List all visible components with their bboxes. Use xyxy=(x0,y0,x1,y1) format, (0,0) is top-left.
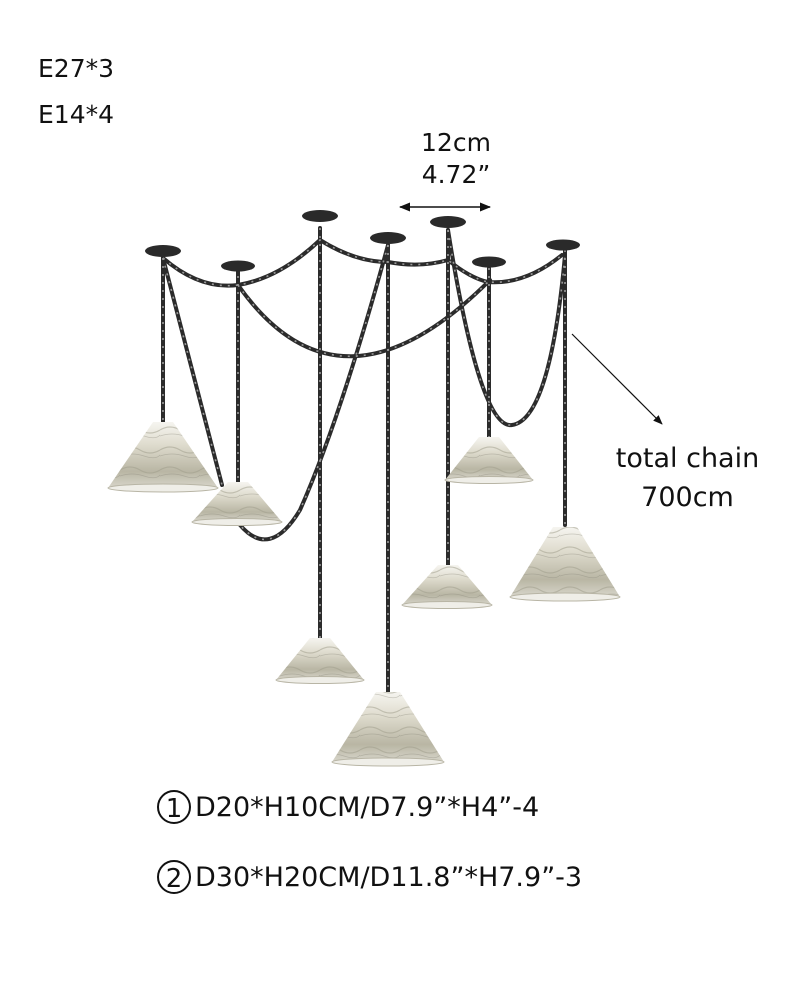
socket-spec-e27: E27*3 xyxy=(38,54,115,83)
shade-small-3 xyxy=(401,565,493,609)
canopy-1 xyxy=(145,245,181,257)
canopy-3 xyxy=(302,210,338,222)
canopy-7 xyxy=(546,239,580,251)
spec-marker-2: 2 xyxy=(157,860,191,894)
spec-line-1: 1 D20*H10CM/D7.9”*H4”-4 xyxy=(157,790,539,824)
shade-small-4 xyxy=(444,437,534,484)
canopy-6 xyxy=(472,256,506,268)
spec-text-2: D30*H20CM/D11.8”*H7.9”-3 xyxy=(195,861,583,893)
shade-small-1 xyxy=(191,482,283,526)
chain-pointer-arrow xyxy=(571,333,663,425)
shade-small-2 xyxy=(275,638,365,684)
chain-links xyxy=(162,228,566,695)
canopy-4 xyxy=(370,232,406,244)
shades xyxy=(107,422,621,767)
canopy-2 xyxy=(221,260,255,272)
total-chain-label: total chain xyxy=(615,443,760,474)
spacing-imperial-label: 4.72” xyxy=(421,160,491,189)
spec-line-2: 2 D30*H20CM/D11.8”*H7.9”-3 xyxy=(157,860,582,894)
total-chain-length: 700cm xyxy=(641,482,734,513)
socket-spec-e14: E14*4 xyxy=(38,100,115,129)
canopy-5 xyxy=(430,216,466,228)
shade-large-1 xyxy=(107,422,219,493)
shade-large-3 xyxy=(509,527,621,602)
spec-text-1: D20*H10CM/D7.9”*H4”-4 xyxy=(195,791,540,823)
shade-large-2 xyxy=(331,692,445,767)
canopies xyxy=(145,210,580,272)
spec-marker-1: 1 xyxy=(157,790,191,824)
spacing-metric-label: 12cm xyxy=(421,128,491,157)
